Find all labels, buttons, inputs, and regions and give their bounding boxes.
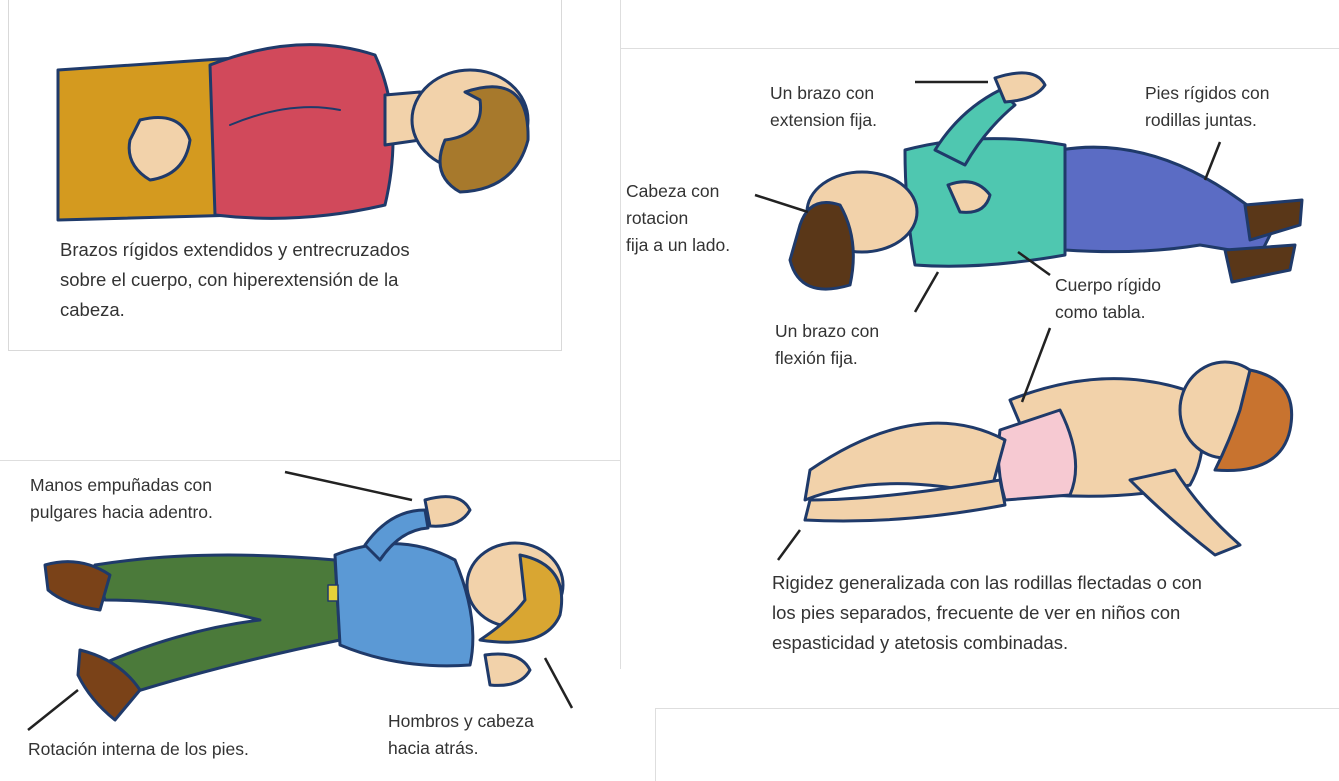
hair	[438, 85, 530, 194]
hair	[1213, 368, 1294, 472]
green-pants	[93, 553, 342, 697]
blue-shirt	[333, 542, 475, 668]
shoe-bottom	[1223, 243, 1297, 284]
hair	[478, 553, 564, 644]
belt-buckle	[327, 584, 339, 602]
shoe-bottom	[76, 648, 142, 722]
label-feet-rigid: Pies rígidos con rodillas juntas.	[1145, 83, 1270, 130]
empty-panel	[655, 708, 1339, 781]
label-shoulders: Hombros y cabeza hacia atrás.	[388, 711, 534, 758]
fist-up	[993, 71, 1047, 104]
figure-4-illustration	[43, 495, 565, 722]
label-hands: Manos empuñadas con pulgares hacia adent…	[30, 475, 213, 522]
figure-1-illustration	[56, 43, 530, 222]
label-body-rigid: Cuerpo rígido como tabla.	[1055, 275, 1162, 322]
callout-lines	[27, 80, 1222, 731]
shoe-top	[43, 560, 112, 612]
crossed-hands	[127, 116, 192, 182]
figure-2-illustration	[788, 71, 1304, 291]
arm-crease	[229, 106, 341, 126]
arm	[1128, 468, 1242, 557]
lower-leg	[803, 478, 1007, 523]
figure-3-caption: Rigidez generalizada con las rodillas fl…	[772, 572, 1202, 653]
figure-3-illustration	[803, 360, 1294, 557]
fist-top	[423, 495, 472, 528]
label-arm-flexion: Un brazo con flexión fija.	[775, 321, 880, 368]
hair	[788, 201, 855, 291]
upper-leg	[803, 421, 1007, 502]
shoe-top	[1243, 198, 1304, 242]
red-shirt	[208, 43, 395, 220]
flexed-hand	[946, 180, 992, 214]
pink-diaper	[996, 408, 1078, 502]
raised-arm	[363, 508, 430, 562]
label-feet-rotation: Rotación interna de los pies.	[28, 739, 249, 759]
fist-bottom	[483, 652, 532, 687]
blue-pants	[1058, 145, 1277, 257]
label-arm-extension: Un brazo con extension fija.	[770, 83, 878, 130]
label-head-rotation: Cabeza con rotacion fija a un lado.	[626, 181, 731, 255]
figure-1-caption: Brazos rígidos extendidos y entrecruzado…	[60, 239, 410, 320]
